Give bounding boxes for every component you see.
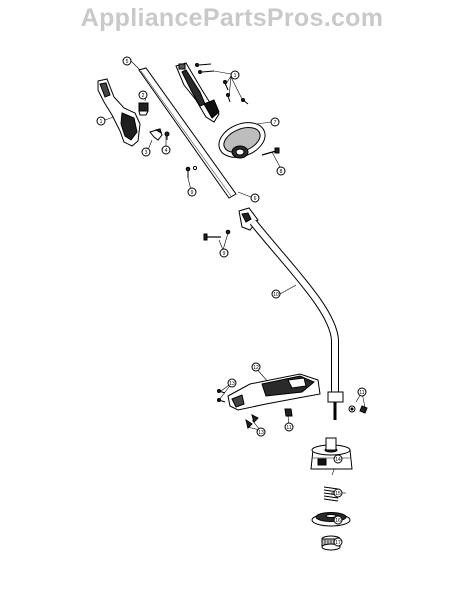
svg-text:13: 13 xyxy=(229,381,235,387)
front-handle-assembly xyxy=(218,122,266,159)
svg-text:4: 4 xyxy=(165,148,168,154)
callout-7: 7 xyxy=(270,117,280,127)
handle-bolt-8 xyxy=(261,147,280,156)
callout-9b: 9 xyxy=(219,248,229,258)
screw-small-4 xyxy=(164,131,170,140)
svg-text:14: 14 xyxy=(335,457,341,463)
callout-15: 15 xyxy=(333,488,343,498)
edge-guard xyxy=(227,373,321,411)
callout-1a: 1 xyxy=(96,116,106,126)
svg-text:3: 3 xyxy=(145,150,148,156)
svg-text:13: 13 xyxy=(258,430,264,436)
screw-washer-11 xyxy=(348,405,368,414)
callout-11b: 11 xyxy=(284,422,294,432)
motor-housing-half xyxy=(175,62,220,123)
spring-15 xyxy=(323,486,339,502)
callout-8: 8 xyxy=(276,166,286,176)
callout-17: 17 xyxy=(333,537,343,547)
svg-text:7: 7 xyxy=(274,120,277,126)
svg-text:1: 1 xyxy=(234,73,237,79)
svg-text:9: 9 xyxy=(223,251,226,257)
svg-text:6: 6 xyxy=(254,196,257,202)
callout-11a: 11 xyxy=(357,387,367,397)
callout-9a: 9 xyxy=(187,187,197,197)
screws-group-1 xyxy=(195,63,249,105)
guard-screw-11 xyxy=(284,408,293,417)
callout-12: 12 xyxy=(251,362,261,372)
guard-clamp xyxy=(327,391,344,420)
callout-13a: 13 xyxy=(227,378,237,388)
upper-shaft xyxy=(138,67,237,199)
watermark-text: AppliancePartsPros.com xyxy=(80,4,384,32)
svg-text:9: 9 xyxy=(191,190,194,196)
callout-4: 4 xyxy=(161,145,171,155)
svg-text:12: 12 xyxy=(253,365,259,371)
lower-shaft xyxy=(249,219,339,400)
callout-10: 10 xyxy=(271,289,281,299)
trigger-switch xyxy=(138,102,149,116)
svg-text:15: 15 xyxy=(335,491,341,497)
svg-text:5: 5 xyxy=(126,59,129,65)
callout-13b: 13 xyxy=(256,427,266,437)
nut-screw-9-upper xyxy=(185,165,198,178)
guard-screws-13 xyxy=(217,389,259,429)
callout-2: 2 xyxy=(138,90,148,100)
svg-text:17: 17 xyxy=(335,540,341,546)
svg-text:11: 11 xyxy=(359,390,364,396)
callout-5: 5 xyxy=(122,56,132,66)
svg-text:10: 10 xyxy=(273,292,279,298)
callout-3: 3 xyxy=(141,147,151,157)
svg-text:1: 1 xyxy=(100,119,103,125)
trigger-lever xyxy=(149,128,163,141)
svg-text:11: 11 xyxy=(286,425,291,431)
callout-14: 14 xyxy=(333,454,343,464)
bolt-9-lower xyxy=(203,229,231,241)
spool-16 xyxy=(311,512,351,527)
callout-16: 16 xyxy=(333,515,343,525)
callout-6: 6 xyxy=(250,193,260,203)
spool-housing-14 xyxy=(310,437,353,470)
svg-text:2: 2 xyxy=(142,93,145,99)
rear-handle xyxy=(97,78,141,147)
svg-text:8: 8 xyxy=(280,169,283,175)
callout-1b: 1 xyxy=(230,70,240,80)
svg-text:16: 16 xyxy=(335,518,341,524)
leader-lines xyxy=(104,60,366,543)
